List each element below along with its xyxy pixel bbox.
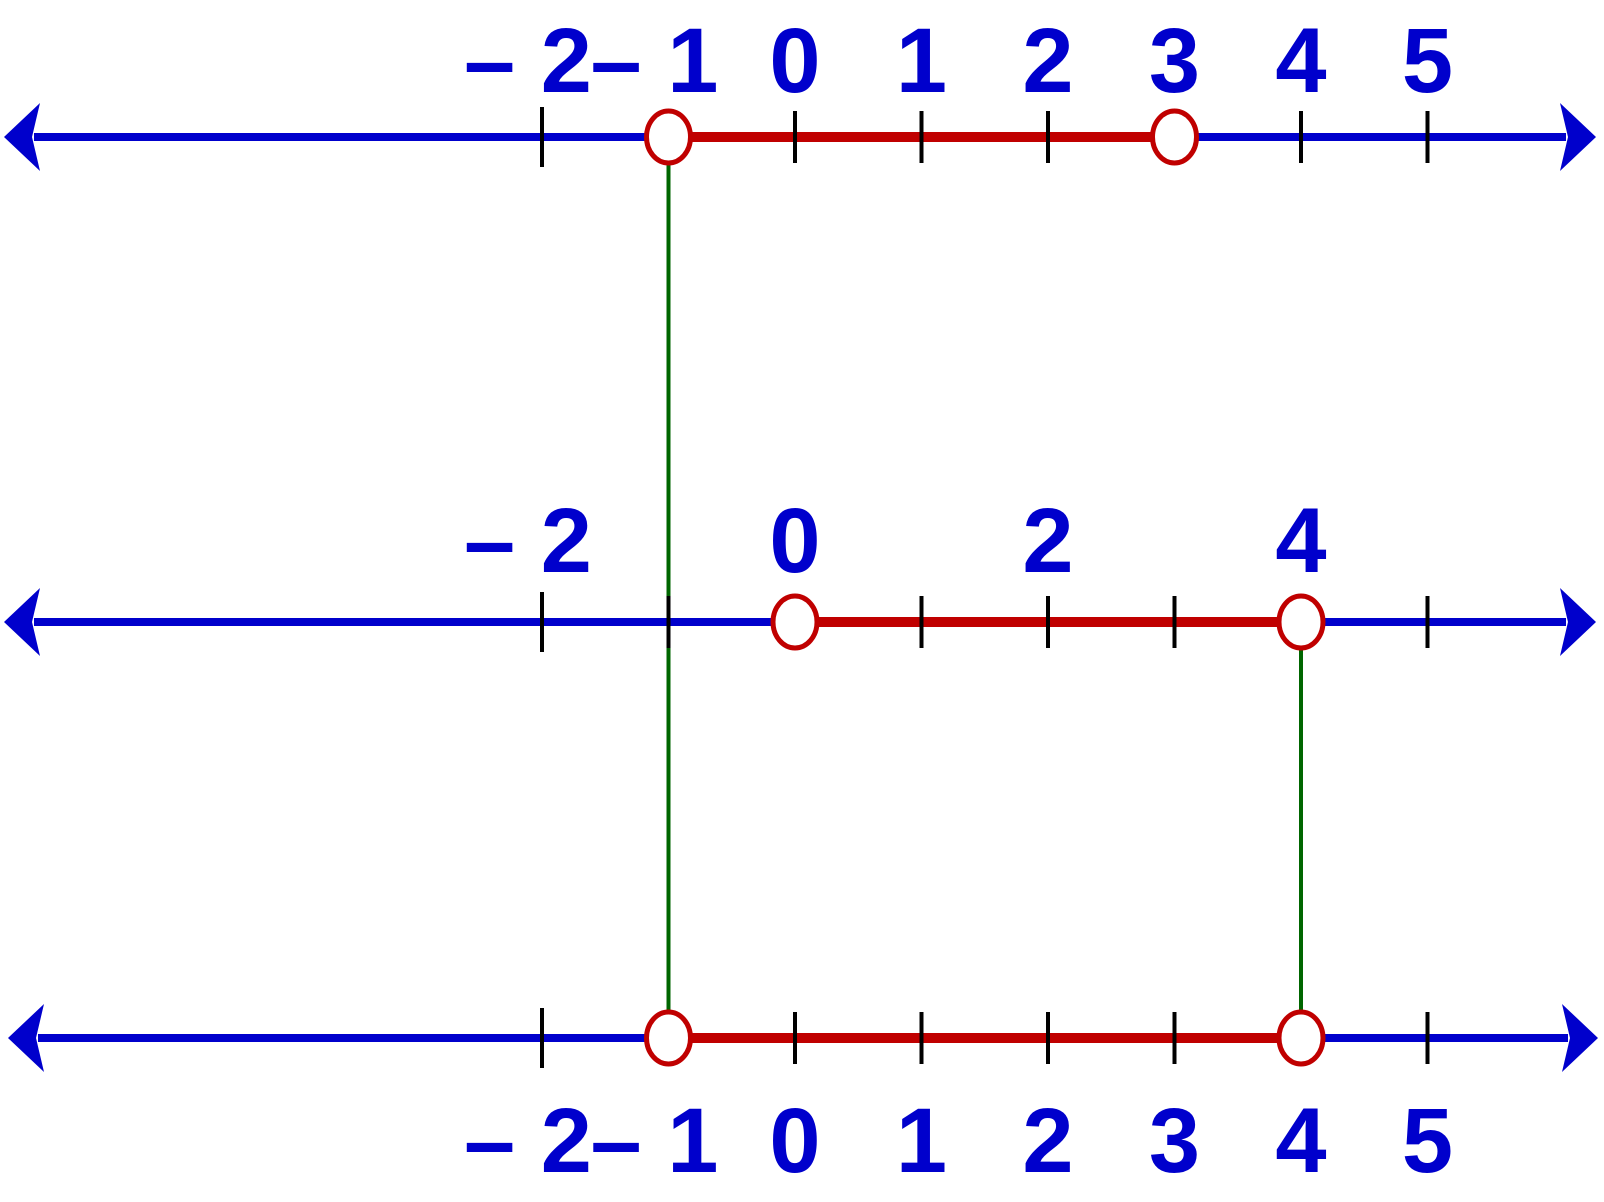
- connector-lines: [666, 163, 1303, 1012]
- number-line-middle: – 2 0 2 4: [4, 490, 1596, 656]
- tick-label: 0: [769, 10, 820, 112]
- tick-label: – 2: [464, 10, 592, 112]
- endpoint-from-circle: [644, 1009, 693, 1067]
- tick-label: – 1: [591, 1090, 719, 1192]
- tick-label: 2: [1022, 10, 1073, 112]
- endpoint-from-circle: [770, 593, 820, 651]
- left-arrow-icon: [4, 103, 40, 171]
- endpoint-to-circle: [1150, 108, 1199, 166]
- tick-label: 5: [1402, 1090, 1453, 1192]
- right-arrow-icon: [1560, 588, 1596, 656]
- tick-label: 3: [1149, 10, 1200, 112]
- tick-label: 0: [769, 1090, 820, 1192]
- tick-label: 1: [896, 10, 947, 112]
- tick-label: 0: [769, 490, 820, 592]
- endpoint-to-circle: [1276, 1009, 1326, 1067]
- endpoint-to-circle: [1276, 593, 1326, 651]
- right-arrow-icon: [1562, 1004, 1598, 1072]
- endpoint-from-circle: [644, 108, 693, 166]
- tick-label: 2: [1022, 1090, 1073, 1192]
- tick-label: 4: [1275, 490, 1326, 592]
- tick-label: 1: [896, 1090, 947, 1192]
- right-arrow-icon: [1560, 103, 1596, 171]
- tick-label: – 2: [464, 490, 592, 592]
- tick-label: 3: [1149, 1090, 1200, 1192]
- tick-label: 4: [1275, 10, 1326, 112]
- tick-label: – 2: [464, 1090, 592, 1192]
- tick-label: 2: [1022, 490, 1073, 592]
- left-arrow-icon: [8, 1004, 44, 1072]
- tick-label: 5: [1402, 10, 1453, 112]
- tick-label: – 1: [591, 10, 719, 112]
- left-arrow-icon: [4, 588, 40, 656]
- tick-label: 4: [1275, 1090, 1326, 1192]
